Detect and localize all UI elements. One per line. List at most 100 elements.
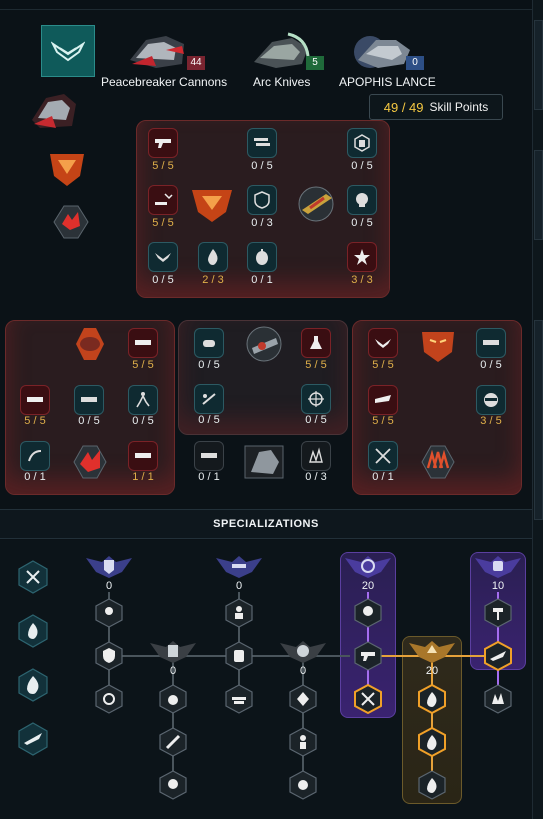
spec-category-button[interactable] — [15, 667, 51, 703]
skill-node[interactable] — [347, 128, 377, 158]
skill-node[interactable] — [128, 385, 158, 415]
spec-tier-node[interactable]: 10 — [471, 552, 525, 592]
mech-portrait-node[interactable] — [240, 438, 288, 482]
spec-node[interactable] — [158, 684, 188, 714]
skill-node[interactable] — [194, 328, 224, 358]
skill-node[interactable] — [476, 385, 506, 415]
spec-category-button[interactable] — [15, 721, 51, 757]
skull-explosion-icon — [159, 770, 187, 800]
skill-node[interactable] — [368, 328, 398, 358]
turret-node[interactable] — [240, 322, 288, 366]
spec-node[interactable] — [353, 641, 383, 671]
cannon-icon — [135, 340, 151, 345]
panel-emblem-node[interactable] — [66, 322, 114, 366]
flame-icon — [208, 249, 218, 265]
skill-node-count: 0 / 1 — [372, 471, 394, 483]
skill-node[interactable] — [128, 328, 158, 358]
star-badge-icon — [354, 249, 370, 265]
skill-node[interactable] — [247, 185, 277, 215]
skull-wings-icon — [95, 598, 123, 628]
spec-node[interactable] — [288, 727, 318, 757]
root-explosion-node[interactable] — [48, 200, 94, 244]
weapon-arc-knives[interactable]: 5 — [248, 30, 328, 72]
skill-node[interactable] — [347, 185, 377, 215]
winged-target-icon — [345, 556, 391, 578]
spec-category-button[interactable] — [15, 613, 51, 649]
skill-node-count: 0 / 1 — [24, 471, 46, 483]
spec-node[interactable] — [353, 598, 383, 628]
fire-icon — [418, 727, 446, 757]
skill-node[interactable] — [194, 441, 224, 471]
faction-emblem[interactable] — [41, 25, 95, 77]
right-ultimate-node[interactable] — [414, 440, 462, 484]
spec-node[interactable] — [158, 727, 188, 757]
skill-node[interactable] — [368, 441, 398, 471]
spec-node-active[interactable] — [417, 727, 447, 757]
rank-emblem-node[interactable] — [188, 182, 236, 226]
spec-node-active[interactable] — [483, 641, 513, 671]
spec-node[interactable] — [417, 770, 447, 800]
weapon-name: Arc Knives — [253, 75, 311, 89]
spec-connector — [172, 660, 174, 780]
root-weapon-node[interactable] — [30, 88, 78, 132]
spec-node[interactable] — [483, 598, 513, 628]
spec-node[interactable] — [94, 598, 124, 628]
skill-node[interactable] — [20, 385, 50, 415]
skill-node[interactable] — [301, 328, 331, 358]
skill-node[interactable] — [347, 242, 377, 272]
chevron-rank-icon — [192, 190, 232, 222]
wings-small-icon — [375, 339, 391, 348]
spec-node[interactable] — [483, 684, 513, 714]
spec-tier-node[interactable]: 0 — [82, 552, 136, 592]
skill-node[interactable] — [20, 441, 50, 471]
weapon-peacebreaker-cannons[interactable]: 44 — [126, 30, 206, 72]
spec-tier-node[interactable]: 0 — [276, 637, 330, 677]
skill-node[interactable] — [148, 185, 178, 215]
demon-emblem-node[interactable] — [414, 322, 462, 366]
mech-cannon-icon — [32, 94, 76, 128]
skill-node[interactable] — [148, 128, 178, 158]
syringe-icon — [159, 727, 187, 757]
weapon-apophis-lance[interactable]: 0 — [348, 30, 428, 72]
wing-blade-icon — [18, 722, 48, 756]
spec-node[interactable] — [224, 598, 254, 628]
right-scrollbar[interactable] — [532, 0, 543, 819]
spec-node[interactable] — [94, 684, 124, 714]
winged-pistols-icon — [216, 556, 262, 578]
shield-icon — [95, 641, 123, 671]
root-rank-node[interactable] — [44, 146, 90, 190]
skill-points-value: 49 / 49 — [383, 99, 424, 115]
cannon-icon — [201, 453, 217, 458]
spec-node[interactable] — [288, 684, 318, 714]
spec-tier-node[interactable]: 20 — [405, 637, 459, 677]
skill-node[interactable] — [74, 385, 104, 415]
skill-node[interactable] — [148, 242, 178, 272]
skill-node[interactable] — [247, 128, 277, 158]
skill-node-count: 0 / 5 — [78, 415, 100, 427]
spec-node[interactable] — [224, 641, 254, 671]
demon-mask-icon — [422, 332, 454, 362]
skill-node-count: 0 / 5 — [132, 415, 154, 427]
spec-tier-node[interactable]: 0 — [146, 637, 200, 677]
skill-node[interactable] — [198, 242, 228, 272]
spec-tier-node[interactable]: 20 — [341, 552, 395, 592]
dash-icon — [202, 393, 216, 405]
spec-tier-node[interactable]: 0 — [212, 552, 266, 592]
spec-node-active[interactable] — [417, 684, 447, 714]
explosion-node[interactable] — [66, 440, 114, 484]
weapon-ability-node[interactable] — [292, 182, 340, 226]
spec-category-button[interactable] — [15, 559, 51, 595]
spec-node[interactable] — [158, 770, 188, 800]
spec-node[interactable] — [224, 684, 254, 714]
skill-node[interactable] — [128, 441, 158, 471]
skill-node[interactable] — [301, 384, 331, 414]
spec-node[interactable] — [94, 641, 124, 671]
skill-node[interactable] — [368, 385, 398, 415]
spec-node[interactable] — [288, 770, 318, 800]
skill-node[interactable] — [194, 384, 224, 414]
spikes-icon — [309, 447, 323, 463]
skill-node[interactable] — [301, 441, 331, 471]
skill-node[interactable] — [476, 328, 506, 358]
spec-node-active[interactable] — [353, 684, 383, 714]
skill-node[interactable] — [247, 242, 277, 272]
